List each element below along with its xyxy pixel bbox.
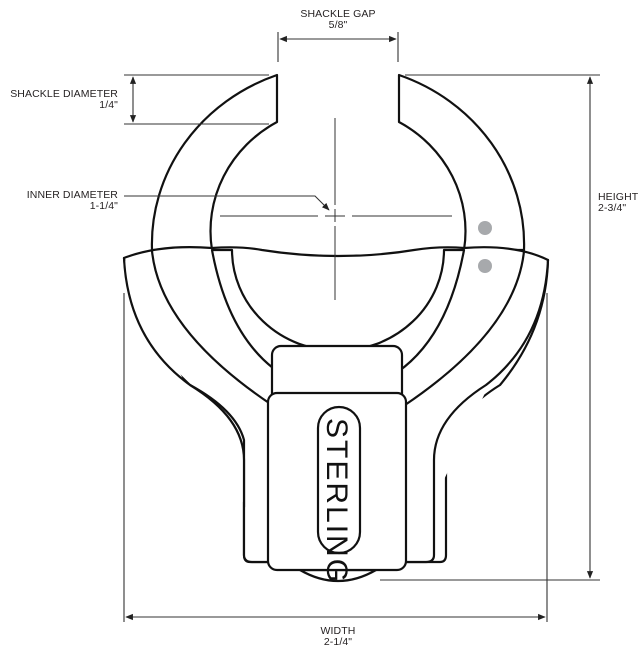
width-value: 2-1/4" bbox=[323, 636, 353, 648]
rivet-upper bbox=[478, 221, 492, 235]
center-lines bbox=[220, 118, 452, 300]
shackle bbox=[150, 73, 526, 252]
shackle-diameter-title: SHACKLE DIAMETER bbox=[10, 88, 118, 100]
inner-diameter-leader bbox=[124, 195, 330, 211]
height-dimension bbox=[380, 74, 600, 581]
rivet-lower bbox=[478, 259, 492, 273]
shackle-diameter-label: SHACKLE DIAMETER 1/4" bbox=[0, 89, 118, 111]
width-title: WIDTH bbox=[320, 625, 356, 637]
width-label: WIDTH 2-1/4" bbox=[288, 626, 388, 648]
height-title: HEIGHT bbox=[598, 191, 639, 203]
shackle-gap-label: SHACKLE GAP 5/8" bbox=[288, 9, 388, 31]
shackle-diameter-value: 1/4" bbox=[99, 99, 118, 111]
shackle-gap-dimension bbox=[277, 32, 399, 62]
height-label: HEIGHT 2-3/4" bbox=[598, 192, 641, 214]
inner-diameter-label: INNER DIAMETER 1-1/4" bbox=[0, 190, 118, 212]
inner-diameter-value: 1-1/4" bbox=[89, 200, 118, 212]
shackle-gap-value: 5/8" bbox=[328, 19, 348, 31]
shackle-diameter-dimension bbox=[124, 74, 269, 125]
brand-text: STERLING bbox=[320, 418, 353, 584]
inner-diameter-title: INNER DIAMETER bbox=[26, 189, 118, 201]
height-value: 2-3/4" bbox=[598, 202, 627, 214]
shackle-gap-title: SHACKLE GAP bbox=[300, 8, 376, 20]
width-dimension bbox=[123, 293, 548, 622]
brand-capsule bbox=[316, 405, 362, 555]
